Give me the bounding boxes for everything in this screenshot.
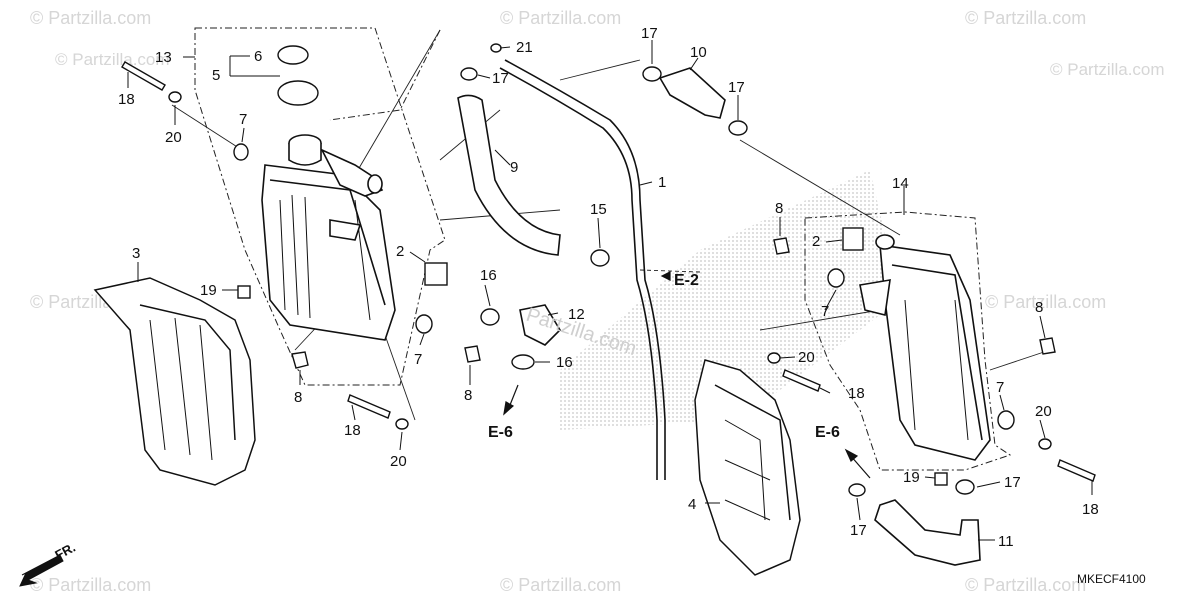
- callout-21: 21: [516, 39, 533, 56]
- clip-19-a: [237, 285, 251, 299]
- watermark: © Partzilla.com: [55, 50, 170, 69]
- radiator-right-group-outline: [804, 211, 1012, 471]
- clip-19-b: [934, 472, 948, 486]
- callout-17-d: 17: [850, 522, 867, 539]
- bolt-18-a: [121, 61, 166, 91]
- washer-20-b: [395, 418, 409, 430]
- callout-16-b: 16: [556, 354, 573, 371]
- watermark: © Partzilla.com: [30, 8, 152, 28]
- ref-e2: E-2: [674, 272, 699, 289]
- callout-18-a: 18: [118, 91, 135, 108]
- callout-17-e: 17: [1004, 474, 1021, 491]
- callout-2-left: 2: [396, 243, 404, 260]
- callout-19-a: 19: [200, 282, 217, 299]
- callout-5: 5: [212, 67, 220, 84]
- clip-21: [490, 43, 502, 53]
- washer-20-a: [168, 91, 182, 103]
- callout-8-c: 8: [775, 200, 783, 217]
- callout-13: 13: [155, 49, 172, 66]
- callout-7-c: 7: [821, 303, 829, 320]
- callout-18-c: 18: [848, 385, 865, 402]
- callout-18-b: 18: [344, 422, 361, 439]
- callout-11: 11: [998, 533, 1014, 550]
- background-logo-pattern: [560, 170, 900, 430]
- watermark: © Partzilla.com: [1050, 60, 1165, 79]
- callout-7-a: 7: [239, 111, 247, 128]
- callout-3: 3: [132, 245, 140, 262]
- clamp-17-e: [955, 479, 975, 495]
- damper-2-b: [842, 227, 864, 251]
- watermark: © Partzilla.com: [965, 575, 1087, 595]
- callout-10: 10: [690, 44, 707, 61]
- washer-20-d: [1038, 438, 1052, 450]
- callout-17-b: 17: [641, 25, 658, 42]
- clamp-17-c: [728, 120, 748, 136]
- callout-6: 6: [254, 48, 262, 65]
- callout-4: 4: [688, 496, 696, 513]
- clamp-17-d: [848, 483, 866, 497]
- callout-1: 1: [658, 174, 666, 191]
- clamp-15: [590, 249, 610, 267]
- watermark: © Partzilla.com: [30, 575, 152, 595]
- grommet-7-b: [415, 314, 433, 334]
- left-radiator: [261, 134, 396, 341]
- small-parts: [121, 43, 1096, 497]
- bolt-18-b: [347, 394, 391, 419]
- clamp-16-b: [511, 354, 535, 370]
- bolt-18-c: [782, 369, 821, 392]
- diagram-code: MKECF4100: [1077, 572, 1146, 586]
- callout-8-a: 8: [294, 389, 302, 406]
- radiator-left-group-outline: [194, 27, 446, 386]
- callout-7-b: 7: [414, 351, 422, 368]
- callout-20-c: 20: [798, 349, 815, 366]
- bolt-18-d: [1057, 459, 1096, 482]
- callout-20-d: 20: [1035, 403, 1052, 420]
- callout-8-b: 8: [464, 387, 472, 404]
- callout-17-a: 17: [492, 70, 509, 87]
- callout-7-d: 7: [996, 379, 1004, 396]
- damper-2-a: [424, 262, 448, 286]
- leader-outline: [329, 29, 441, 121]
- grommet-7-c: [827, 268, 845, 288]
- ref-e6-right: E-6: [815, 424, 840, 441]
- callout-18-d: 18: [1082, 501, 1099, 518]
- radiator-cap-5: [277, 80, 319, 106]
- callout-20-b: 20: [390, 453, 407, 470]
- callout-15: 15: [590, 201, 607, 218]
- left-shroud: [93, 277, 256, 486]
- watermark: © Partzilla.com: [500, 575, 622, 595]
- callout-16-a: 16: [480, 267, 497, 284]
- callout-14: 14: [892, 175, 909, 192]
- callout-19-b: 19: [903, 469, 920, 486]
- front-arrow: [19, 554, 64, 587]
- callout-8-d: 8: [1035, 299, 1043, 316]
- collar-8-b: [464, 345, 481, 363]
- right-shroud: [694, 359, 801, 576]
- callout-9: 9: [510, 159, 518, 176]
- clamp-17-a: [460, 67, 478, 81]
- collar-8-d: [1039, 337, 1056, 355]
- callout-12: 12: [568, 306, 585, 323]
- clamp-16-a: [480, 308, 500, 326]
- grommet-7-d: [997, 410, 1015, 430]
- callout-20-a: 20: [165, 129, 182, 146]
- watermark: © Partzilla.com: [985, 292, 1107, 312]
- callout-2-right: 2: [812, 233, 820, 250]
- collar-8-c: [773, 237, 790, 255]
- grommet-7-a: [233, 143, 249, 161]
- washer-20-c: [767, 352, 781, 364]
- ref-e6-left: E-6: [488, 424, 513, 441]
- right-radiator: [859, 234, 991, 461]
- callout-17-c: 17: [728, 79, 745, 96]
- cap-seal-6: [277, 45, 309, 65]
- collar-8-a: [291, 351, 309, 369]
- clamp-17-b: [642, 66, 662, 82]
- watermark: © Partzilla.com: [500, 8, 622, 28]
- watermark: © Partzilla.com: [965, 8, 1087, 28]
